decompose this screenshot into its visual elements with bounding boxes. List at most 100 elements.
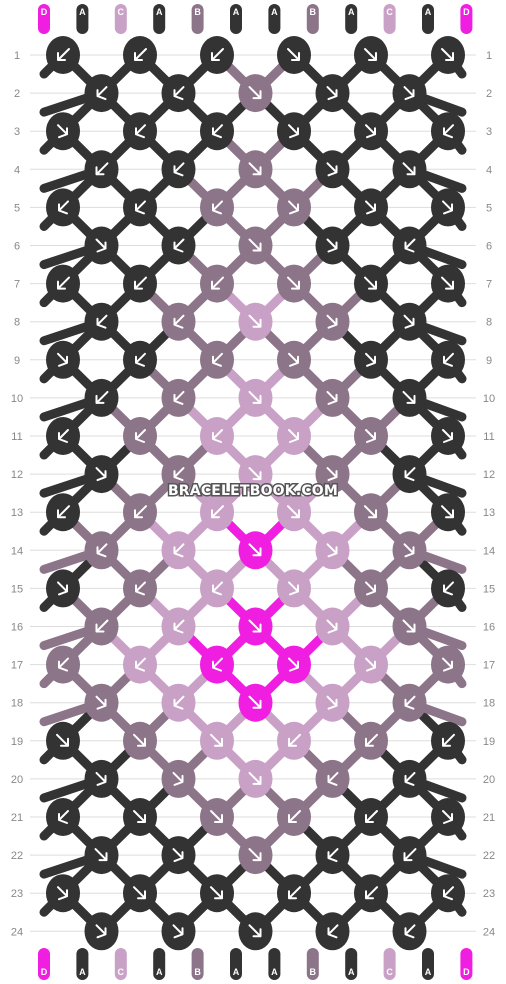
string-label-top: A bbox=[425, 7, 432, 17]
knot bbox=[277, 798, 311, 836]
string-label-top: A bbox=[233, 7, 240, 17]
string-end-top bbox=[306, 4, 319, 34]
knot bbox=[46, 417, 80, 455]
knot-arrow-icon bbox=[57, 581, 68, 596]
knot-arrow-icon bbox=[135, 124, 146, 139]
row-number-right: 15 bbox=[483, 583, 495, 595]
knot-arrow-icon bbox=[133, 810, 146, 823]
string-label-top: D bbox=[463, 7, 470, 17]
knot bbox=[354, 645, 388, 684]
knot-arrow-icon bbox=[212, 657, 223, 672]
knot-arrow-icon bbox=[403, 86, 415, 101]
string-label-bottom: B bbox=[310, 967, 317, 977]
knot bbox=[123, 417, 157, 455]
knot bbox=[84, 912, 119, 951]
knot bbox=[277, 874, 311, 913]
knot bbox=[431, 340, 465, 379]
row-number-left: 23 bbox=[11, 888, 23, 900]
knot bbox=[46, 798, 80, 836]
row-number-right: 6 bbox=[486, 241, 492, 253]
string-end-bottom bbox=[268, 948, 281, 980]
knot-arrow-icon bbox=[248, 467, 262, 481]
row-number-left: 11 bbox=[11, 431, 22, 443]
row-number-left: 12 bbox=[11, 469, 23, 481]
knot-arrow-icon bbox=[172, 924, 184, 939]
knot bbox=[315, 836, 350, 875]
knot-arrow-icon bbox=[133, 733, 146, 747]
knot-arrow-icon bbox=[364, 48, 377, 61]
knot-arrow-icon bbox=[442, 733, 455, 747]
knot bbox=[84, 226, 119, 265]
knot-arrow-icon bbox=[288, 733, 301, 747]
knot bbox=[277, 264, 311, 303]
knot bbox=[392, 455, 427, 494]
knot bbox=[123, 569, 157, 608]
knot-arrow-icon bbox=[96, 86, 108, 101]
string-end-bottom bbox=[76, 948, 89, 980]
row-number-right: 21 bbox=[483, 812, 495, 824]
knot bbox=[238, 836, 273, 875]
knot-arrow-icon bbox=[173, 390, 185, 405]
knot bbox=[277, 493, 311, 532]
knot bbox=[238, 74, 273, 113]
knot bbox=[392, 759, 427, 798]
knot-arrow-icon bbox=[365, 657, 376, 672]
string-label-top: A bbox=[271, 7, 278, 17]
knot-arrow-icon bbox=[58, 429, 69, 443]
row-number-right: 7 bbox=[486, 279, 492, 291]
knot-arrow-icon bbox=[135, 657, 146, 672]
knot-arrow-icon bbox=[135, 352, 146, 367]
knot bbox=[315, 683, 350, 722]
knot bbox=[200, 417, 234, 455]
row-number-right: 2 bbox=[486, 88, 492, 100]
knot bbox=[123, 340, 157, 379]
knot-arrow-icon bbox=[442, 429, 453, 443]
knot-arrow-icon bbox=[58, 657, 69, 672]
row-number-left: 8 bbox=[14, 317, 20, 329]
row-number-right: 9 bbox=[486, 355, 492, 367]
knot bbox=[123, 493, 157, 532]
knot-arrow-icon bbox=[95, 162, 109, 176]
row-number-left: 18 bbox=[11, 698, 23, 710]
knot bbox=[123, 798, 157, 836]
knot-arrow-icon bbox=[442, 200, 453, 215]
row-number-right: 12 bbox=[483, 469, 495, 481]
knot-arrow-icon bbox=[443, 352, 454, 367]
string-end-top bbox=[268, 4, 281, 34]
knot-arrow-icon bbox=[327, 771, 339, 786]
knot bbox=[200, 340, 234, 379]
knot bbox=[315, 226, 350, 265]
knot-arrow-icon bbox=[364, 276, 377, 290]
string-end-bottom bbox=[422, 948, 434, 980]
knot-arrow-icon bbox=[95, 467, 107, 482]
knot bbox=[431, 874, 465, 913]
knot bbox=[46, 188, 80, 227]
knot-arrow-icon bbox=[441, 276, 454, 290]
knot-arrow-icon bbox=[326, 467, 338, 482]
string-label-top: C bbox=[118, 7, 125, 17]
row-number-left: 24 bbox=[11, 926, 23, 938]
row-number-left: 20 bbox=[11, 774, 23, 786]
string-end-top bbox=[38, 4, 50, 34]
string-end-top bbox=[460, 4, 473, 34]
string-end-top bbox=[422, 4, 434, 34]
knot bbox=[238, 226, 273, 265]
knot-arrow-icon bbox=[248, 695, 262, 709]
knot-arrow-icon bbox=[327, 924, 339, 939]
knot bbox=[123, 112, 157, 151]
knot-arrow-icon bbox=[212, 581, 223, 596]
knot-arrow-icon bbox=[173, 695, 185, 710]
knot bbox=[161, 378, 196, 417]
knot bbox=[200, 721, 234, 760]
knot-arrow-icon bbox=[172, 771, 184, 786]
knot bbox=[277, 645, 311, 684]
row-number-right: 19 bbox=[483, 736, 495, 748]
knot bbox=[431, 264, 465, 303]
knot bbox=[315, 607, 350, 646]
knot-arrow-icon bbox=[135, 200, 146, 215]
knot bbox=[200, 569, 234, 608]
knot-arrow-icon bbox=[404, 238, 416, 253]
knot bbox=[354, 112, 388, 151]
string-end-bottom bbox=[114, 948, 127, 980]
